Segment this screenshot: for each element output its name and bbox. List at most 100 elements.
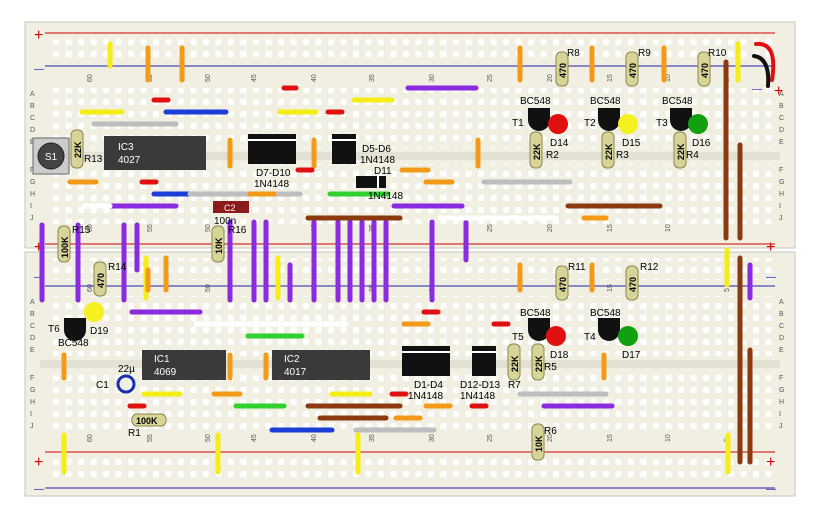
switch-s1[interactable]: S1 bbox=[32, 137, 70, 175]
led-name: D19 bbox=[90, 326, 109, 337]
diode-d11: D11 1N4148 bbox=[356, 166, 403, 202]
ic-part: 4069 bbox=[154, 367, 177, 378]
resistor-r11: 470 R11 bbox=[555, 262, 586, 301]
switch-button-icon[interactable] bbox=[37, 142, 65, 170]
led-icon bbox=[618, 326, 638, 346]
row-letter: A bbox=[779, 91, 784, 98]
column-number: 50 bbox=[205, 434, 212, 442]
row-letter: B bbox=[30, 311, 35, 318]
resistor-name: R14 bbox=[108, 262, 127, 273]
resistor-r16: 10K R16 bbox=[211, 225, 247, 263]
column-number: 60 bbox=[87, 434, 94, 442]
resistor-name: R7 bbox=[508, 380, 521, 391]
column-number: 40 bbox=[311, 434, 318, 442]
column-number: 35 bbox=[369, 74, 376, 82]
minus-mark: — bbox=[752, 84, 762, 95]
ic1: IC1 4069 bbox=[142, 350, 226, 380]
column-number: 25 bbox=[487, 434, 494, 442]
diode-name: D11 bbox=[374, 166, 392, 177]
resistor-name: R15 bbox=[72, 225, 91, 236]
diode-name: D5-D6 bbox=[362, 144, 391, 155]
wire bbox=[752, 54, 771, 88]
resistor-r4: 22K R4 bbox=[673, 131, 699, 169]
column-number: 10 bbox=[665, 224, 672, 232]
diode-body bbox=[402, 346, 450, 376]
resistor-body bbox=[507, 343, 521, 381]
row-letter: F bbox=[30, 375, 34, 382]
transistor-part: BC548 bbox=[58, 338, 89, 349]
transistor-t6: BC548 T6 bbox=[48, 318, 89, 349]
transistor-t4: BC548 T4 bbox=[584, 308, 621, 343]
resistor-body bbox=[93, 261, 107, 297]
row-letter: D bbox=[779, 127, 784, 134]
resistor-body bbox=[531, 343, 545, 381]
row-letter: C bbox=[30, 115, 35, 122]
resistor-body bbox=[211, 225, 225, 263]
row-letter: F bbox=[30, 167, 34, 174]
column-number: 20 bbox=[547, 74, 554, 82]
row-letter: G bbox=[30, 179, 35, 186]
resistor-name: R3 bbox=[616, 150, 629, 161]
row-letter: E bbox=[30, 347, 35, 354]
ic-body bbox=[272, 350, 370, 380]
diode-body bbox=[332, 134, 356, 164]
resistor-r5: 22K R5 bbox=[531, 343, 557, 381]
column-number: 10 bbox=[665, 74, 672, 82]
resistor-value: 100K bbox=[136, 416, 158, 426]
mid-rail-holes bbox=[52, 258, 772, 280]
bottom-rail-holes bbox=[52, 458, 772, 480]
minus-mark: — bbox=[34, 64, 44, 75]
resistor-r6: 10K R6 bbox=[531, 423, 557, 461]
diode-d5-d6: D5-D6 1N4148 bbox=[332, 134, 395, 166]
resistor-r14: 470 R14 bbox=[93, 261, 127, 297]
resistor-r10: 470 R10 bbox=[697, 48, 727, 87]
ic-part: 4017 bbox=[284, 367, 307, 378]
resistor-body bbox=[555, 51, 569, 87]
transistor-name: T4 bbox=[584, 332, 596, 343]
row-letter: G bbox=[779, 179, 784, 186]
diode-d1-d4: D1-D4 1N4148 bbox=[402, 346, 450, 402]
diode-part: 1N4148 bbox=[254, 179, 289, 190]
led-icon bbox=[688, 114, 708, 134]
column-number: 60 bbox=[87, 224, 94, 232]
resistor-body bbox=[625, 265, 639, 301]
transistor-body bbox=[528, 318, 550, 341]
led-name: D16 bbox=[692, 138, 711, 149]
led-d19: D19 bbox=[84, 302, 109, 337]
transistor-name: T1 bbox=[512, 118, 524, 129]
resistor-body bbox=[70, 129, 84, 169]
column-number: 5 bbox=[724, 288, 731, 292]
resistor-value: 22K bbox=[73, 141, 83, 158]
column-number: 45 bbox=[251, 74, 258, 82]
transistor-part: BC548 bbox=[520, 308, 551, 319]
capacitor-body bbox=[116, 374, 136, 394]
led-name: D17 bbox=[622, 350, 641, 361]
led-d18: D18 bbox=[546, 326, 569, 361]
column-number: 35 bbox=[369, 434, 376, 442]
column-number: 15 bbox=[607, 434, 614, 442]
resistor-body bbox=[673, 131, 687, 169]
plus-mark: + bbox=[766, 239, 775, 256]
column-number: 20 bbox=[547, 434, 554, 442]
resistor-name: R9 bbox=[638, 48, 651, 59]
plus-mark: + bbox=[774, 83, 783, 100]
led-d16: D16 bbox=[688, 114, 711, 149]
led-icon bbox=[546, 326, 566, 346]
row-letter: J bbox=[30, 215, 34, 222]
column-number: 15 bbox=[607, 74, 614, 82]
transistor-body bbox=[64, 318, 86, 341]
transistor-name: T3 bbox=[656, 118, 668, 129]
column-number: 30 bbox=[429, 74, 436, 82]
resistor-name: R11 bbox=[568, 262, 586, 273]
minus-mark: — bbox=[34, 272, 44, 283]
plus-mark: + bbox=[34, 454, 43, 471]
row-letter: J bbox=[779, 215, 783, 222]
column-number: 15 bbox=[607, 284, 614, 292]
column-number: 45 bbox=[251, 434, 258, 442]
resistor-r9: 470 R9 bbox=[625, 48, 651, 87]
resistor-r3: 22K R3 bbox=[601, 131, 629, 169]
capacitor-name: C2 bbox=[224, 203, 236, 213]
resistor-r2: 22K R2 bbox=[529, 131, 559, 169]
column-number: 25 bbox=[487, 224, 494, 232]
wire bbox=[754, 41, 776, 82]
